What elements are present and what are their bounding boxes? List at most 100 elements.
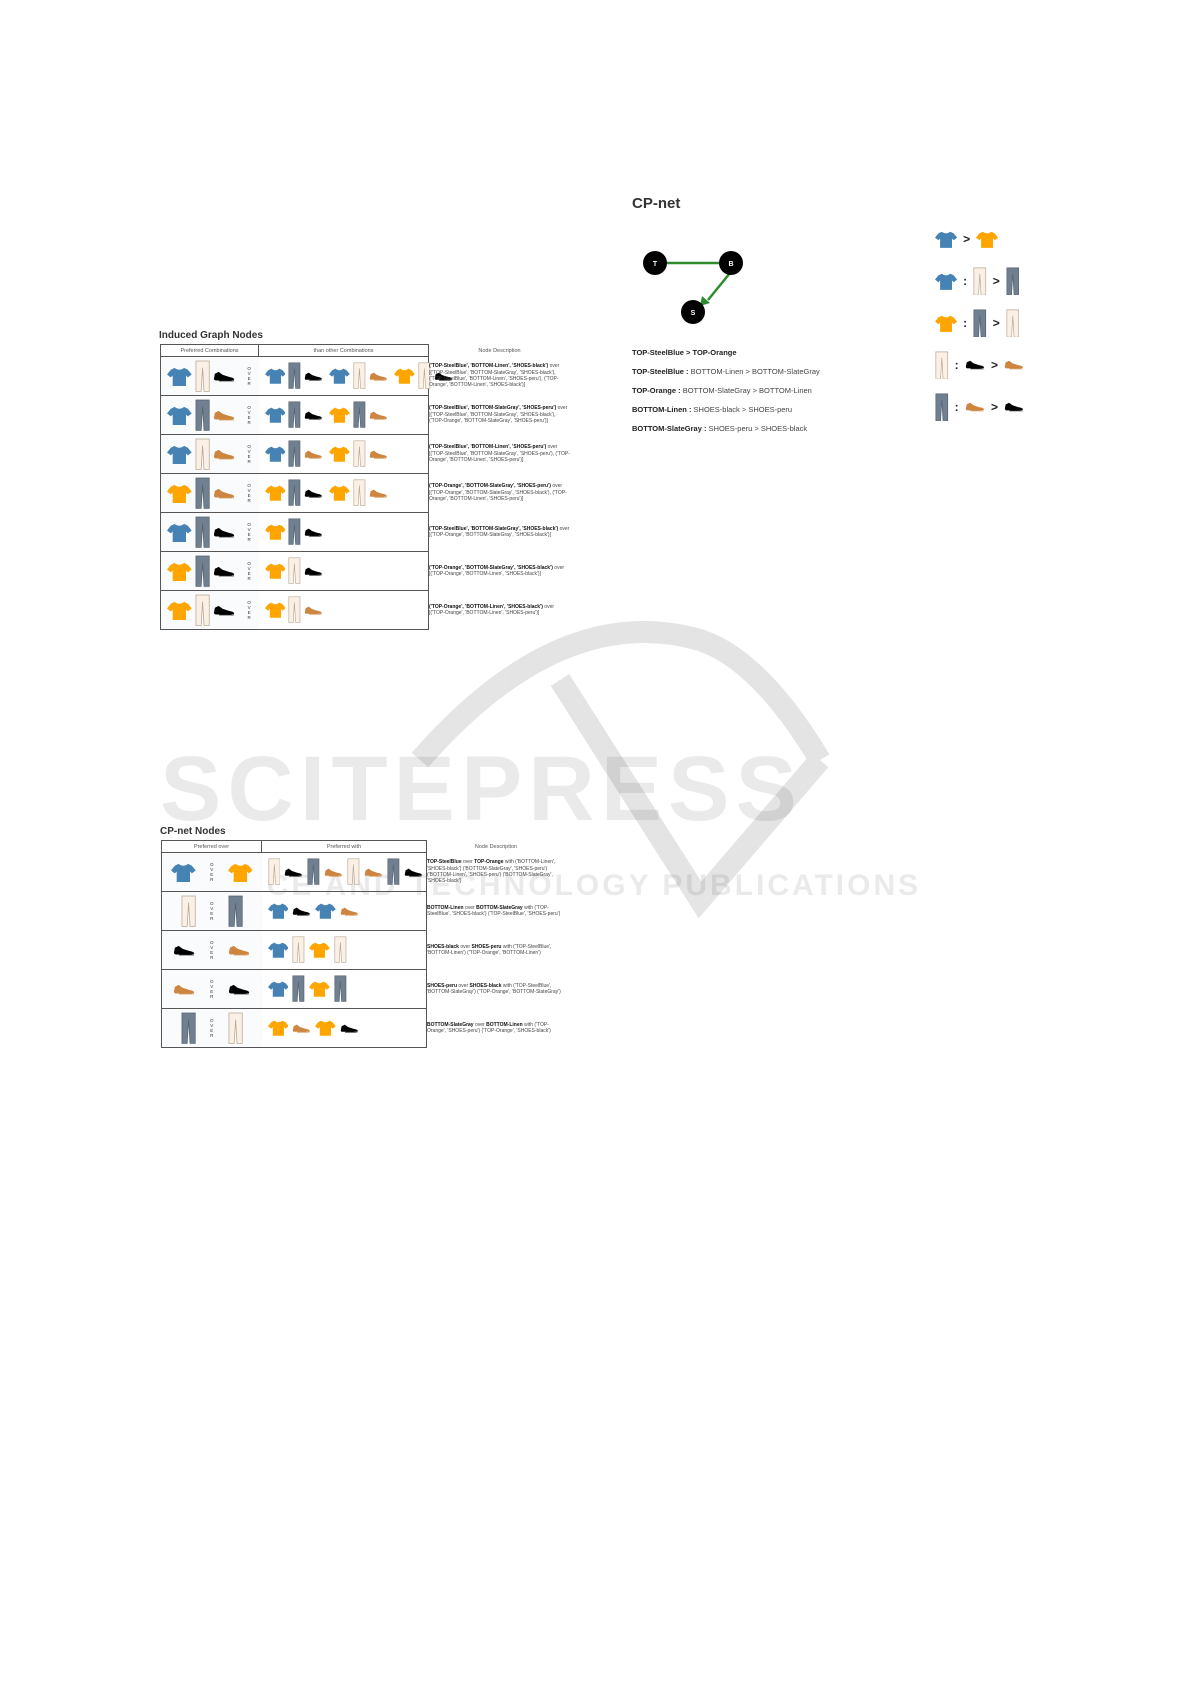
pants-slategray-icon [334,975,347,1003]
over-letter: E [210,871,214,877]
cpnodes-section-title: CP-net Nodes [160,826,226,837]
node-description-text: with ('TOP-SteelBlue', 'BOTTOM-SlateGray… [427,982,561,995]
node-description-bold: ('TOP-SteelBlue', 'BOTTOM-Linen', 'SHOES… [429,444,547,451]
combination-group [264,596,324,624]
pants-linen-icon [353,440,366,468]
node-description-cell: ('TOP-SteelBlue', 'BOTTOM-SlateGray', 'S… [429,396,571,435]
pants-slategray-icon [353,401,366,429]
over-letter: O [209,861,214,867]
over-letter: V [247,565,251,571]
edge-b-s [707,272,731,301]
over-letter: V [247,526,251,532]
pants-slategray-icon [288,440,301,468]
over-letter: E [210,989,214,994]
pants-linen-icon [973,267,987,295]
greater-than-symbol: > [963,232,971,246]
pants-linen-icon [353,479,366,507]
pants-linen-icon [228,1012,243,1044]
arrowhead-b-s [700,296,710,306]
node-description-text: over [458,943,472,950]
pants-slategray-icon [195,399,210,431]
shirt-orange-icon [264,563,286,579]
over-letter: E [247,609,251,615]
node-description-text: over [('TOP-Orange', 'BOTTOM-Linen', 'SH… [429,564,565,577]
colon-symbol: : [963,316,968,330]
greater-than-symbol: > [990,358,998,372]
shirt-steelblue-icon [264,368,286,384]
over-letter: R [210,916,214,922]
over-letter: V [247,487,251,493]
cpt-rule: TOP-SteelBlue > TOP-Orange [632,348,820,367]
over-letter: E [210,1027,214,1033]
combination-group [264,362,324,390]
over-letter: V [247,409,251,415]
pants-slategray-icon [195,555,210,587]
shirt-steelblue-icon [264,407,286,423]
node-b-label: B [728,261,733,268]
node-description-text: over [('TOP-Orange', 'BOTTOM-SlateGray',… [429,525,570,538]
shoe-peru-icon [213,410,235,421]
pants-slategray-icon [288,518,301,546]
shirt-orange-icon [315,1020,337,1036]
preferred-with-cell [261,852,427,892]
over-letter: O [247,404,251,410]
shoe-peru-icon [325,868,343,877]
shirt-orange-icon [267,1020,289,1036]
node-description-bold: SHOES-peru [471,943,502,950]
over-letter: V [247,604,251,610]
shoe-peru-icon [369,372,388,381]
cpt-rule-text: BOTTOM-SlateGray > BOTTOM-Linen [680,386,812,395]
cpt-rule-bold: BOTTOM-Linen : [632,405,692,414]
shoe-black-icon [213,605,235,616]
other-combinations-cell [258,590,429,630]
shoe-black-icon [1004,403,1024,412]
node-description-text: over [463,904,477,911]
shoe-peru-icon [369,489,388,498]
shoe-black-icon [341,1024,359,1033]
over-letter: V [210,983,214,989]
induced-header-preferred: Preferred Combinations [160,344,259,357]
cpt-icon-rule: :> [935,302,1024,344]
cpt-icon-rule: : > [935,344,1024,386]
pants-slategray-icon [288,401,301,429]
shirt-orange-icon [227,863,253,882]
over-letter: V [247,370,251,376]
pants-linen-icon [267,858,280,886]
cpt-rule-text: SHOES-peru > SHOES-black [706,424,808,433]
node-description-text: over [457,982,470,989]
cpt-icon-rule: :> [935,260,1024,302]
node-s [681,300,705,324]
cpt-icon-rule: : > [935,386,1024,428]
over-letter: R [247,381,251,387]
preferred-with-cell [261,930,427,970]
pants-slategray-icon [1006,267,1019,295]
cpnodes-header-preferred-with: Preferred with [261,840,427,853]
shoe-black-icon [213,566,235,577]
svg-text:SCITEPRESS: SCITEPRESS [160,738,803,840]
node-description-text: over [('TOP-Orange', 'BOTTOM-Linen', 'SH… [429,603,555,616]
shirt-steelblue-icon [267,942,289,958]
node-description-cell: ('TOP-SteelBlue', 'BOTTOM-Linen', 'SHOES… [429,435,571,474]
combination-group [394,362,453,390]
over-letter: O [247,560,251,566]
over-letter: E [247,414,251,420]
node-description-bold: BOTTOM-SlateGray [476,904,523,911]
pants-linen-icon [195,360,210,392]
induced-nodes-table: Preferred Combinations than other Combin… [160,344,571,630]
pants-linen-icon [353,362,366,390]
node-description-bold: BOTTOM-Linen [427,904,464,911]
over-letter: E [210,910,214,916]
cpt-rule-bold: TOP-Orange : [632,386,681,395]
shoe-black-icon [304,567,323,576]
over-letter: E [247,531,251,537]
